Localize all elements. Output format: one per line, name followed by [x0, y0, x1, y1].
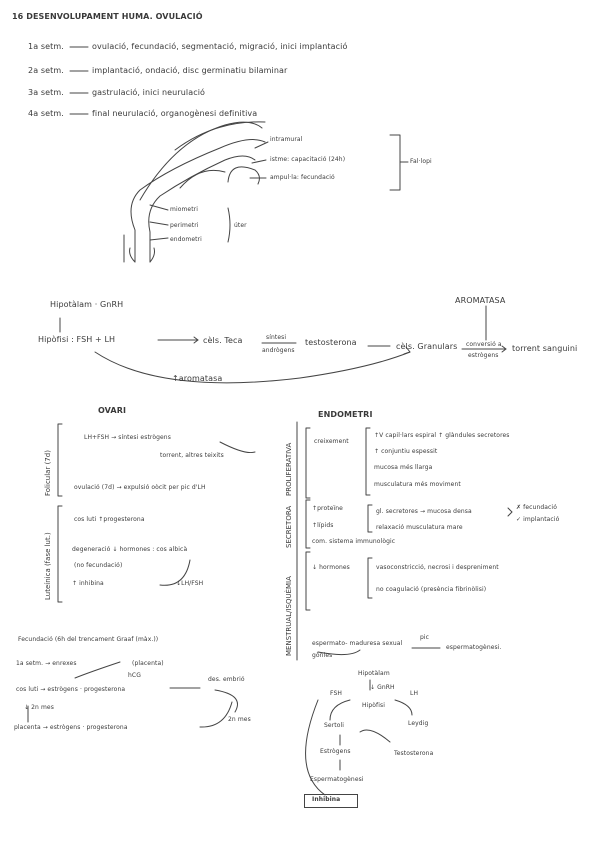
- week-4-text: final neurulació, organogènesi definitiv…: [92, 109, 257, 119]
- esp-hipofisi: Hipòfisi: [362, 702, 385, 709]
- esp-espermatogenesi: Espermatogènesi: [310, 776, 364, 783]
- placenta-line: placenta → estrògens · progesterona: [14, 724, 128, 731]
- ovari-title: OVARI: [98, 406, 126, 416]
- esp-inhibina: Inhibina: [312, 796, 340, 803]
- menstr-item-2: no coagulació (presència fibrinòlisi): [376, 586, 486, 593]
- aromatasa-title: AROMATASA: [455, 296, 505, 306]
- proteine-label: ↑proteïne: [312, 505, 343, 512]
- androgens-label: andrògens: [262, 347, 295, 354]
- prolif-item-3: mucosa més llarga: [374, 464, 432, 471]
- testosterona-label: testosterona: [305, 338, 357, 348]
- uterus-drawing: [124, 122, 408, 262]
- menstr-item-1: vasoconstricció, necrosi i despreniment: [376, 564, 499, 571]
- esp-lh: LH: [410, 690, 418, 697]
- endometri-title: ENDOMETRI: [318, 410, 373, 420]
- week-2-label: 2a setm.: [28, 66, 64, 76]
- cos-luti-line: cos luti → estrògens · progesterona: [16, 686, 125, 693]
- creixement-label: creixement: [314, 438, 349, 445]
- prolif-item-4: musculatura més moviment: [374, 481, 461, 488]
- secr-item-2: relaxació musculatura mare: [376, 524, 463, 531]
- endometri-layer-label: endometri: [170, 236, 202, 243]
- fecundacio-title: Fecundació (6h del trencament Graaf (màx…: [18, 636, 158, 643]
- ovari-no-fecundacio: (no fecundació): [74, 562, 122, 569]
- istme-label: istme: capacitació (24h): [270, 156, 345, 163]
- esp-testosterona: Testosterona: [394, 750, 433, 757]
- pic-label: pic: [420, 634, 429, 641]
- gonies-label: gònies: [312, 652, 332, 659]
- torrent-sanguini: torrent sanguini: [512, 344, 577, 354]
- ovari-inhibina: ↑ inhibina: [72, 580, 104, 587]
- espermatogenesi-result: espermatogènesi.: [446, 644, 502, 651]
- intramural-label: intramural: [270, 136, 302, 143]
- luteinica-phase-label: Luteínica (fase lut.): [44, 532, 52, 600]
- week-3-label: 3a setm.: [28, 88, 64, 98]
- hcg-label: hCG: [128, 672, 141, 679]
- estrogens-label: estrògens: [468, 352, 499, 359]
- esp-gnrh: ↓ GnRH: [370, 684, 395, 691]
- ovari-fsh-line: LH+FSH → síntesi estrògens: [84, 434, 171, 441]
- ovari-ovulacio-line: ovulació (7d) → expulsió oòcit per pic d…: [74, 484, 206, 491]
- fecundacio-setm1: 1a setm. → enrexes: [16, 660, 77, 667]
- esp-estrogens: Estrògens: [320, 748, 351, 755]
- week-2-text: implantació, ondació, disc germinatiu bi…: [92, 66, 287, 76]
- lipids-label: ↑lípids: [312, 522, 333, 529]
- cels-granulars: cèls. Granulars: [396, 342, 457, 352]
- espermato-line: espermato- maduresa sexual: [312, 640, 402, 647]
- week-3-text: gastrulació, inici neurulació: [92, 88, 205, 98]
- conversio-label: conversió a: [466, 341, 502, 348]
- sintesi-label: síntesi: [266, 334, 286, 341]
- cels-teca: cèls. Teca: [203, 336, 243, 346]
- ovari-lh-fsh: ↓LH/FSH: [176, 580, 203, 587]
- uter-label: úter: [234, 222, 247, 229]
- aromatasa-increase: ↑aromatasa: [172, 374, 222, 384]
- ovari-cos-luti: cos luti ↑progesterona: [74, 516, 145, 523]
- proliferativa-label: PROLIFERATIVA: [285, 443, 293, 496]
- sistema-immunologic: com. sistema immunològic: [312, 538, 395, 545]
- des-embrio: des. embrió: [208, 676, 245, 683]
- hormones-down: ↓ hormones: [312, 564, 350, 571]
- esp-fsh: FSH: [330, 690, 342, 697]
- ovari-degeneracio: degeneració ↓ hormones : cos albicà: [72, 546, 187, 553]
- hipofisi-fsh-lh: Hipòfisi : FSH + LH: [38, 335, 115, 345]
- mes2-right: 2n mes: [228, 716, 251, 723]
- fallopi-label: Fal·lopi: [410, 158, 432, 165]
- prolif-item-1: ↑V capil·lars espiral ↑ glàndules secret…: [374, 432, 510, 439]
- page-title: 16 DESENVOLUPAMENT HUMA. OVULACIÓ: [12, 12, 203, 22]
- hipotalam-gnrh: Hipotàlam · GnRH: [50, 300, 123, 310]
- ampulla-label: ampul·la: fecundació: [270, 174, 335, 181]
- week-1-label: 1a setm.: [28, 42, 64, 52]
- prolif-item-2: ↑ conjuntiu espessit: [374, 448, 437, 455]
- esp-leydig: Leydig: [408, 720, 428, 727]
- mes2-label: ↓ 2n mes: [24, 704, 54, 711]
- menstrual-label: MENSTRUAL/ISQUÈMIA: [285, 576, 293, 656]
- esp-hipotalam: Hipotàlam: [358, 670, 390, 677]
- secretora-label: SECRETORA: [285, 506, 293, 548]
- secr-implantacio: ✓ implantació: [516, 516, 559, 523]
- folicular-phase-label: Folicular (7d): [44, 450, 52, 496]
- week-4-label: 4a setm.: [28, 109, 64, 119]
- esp-sertoli: Sertoli: [324, 722, 344, 729]
- week-1-text: ovulació, fecundació, segmentació, migra…: [92, 42, 348, 52]
- secr-item-1: gl. secretores → mucosa densa: [376, 508, 472, 515]
- perimetri-label: perimetri: [170, 222, 199, 229]
- miometri-label: miometri: [170, 206, 198, 213]
- secr-fecundacio: ✗ fecundació: [516, 504, 557, 511]
- ovari-torrent-line: torrent, altres teixits: [160, 452, 224, 459]
- placenta-label: (placenta): [132, 660, 164, 667]
